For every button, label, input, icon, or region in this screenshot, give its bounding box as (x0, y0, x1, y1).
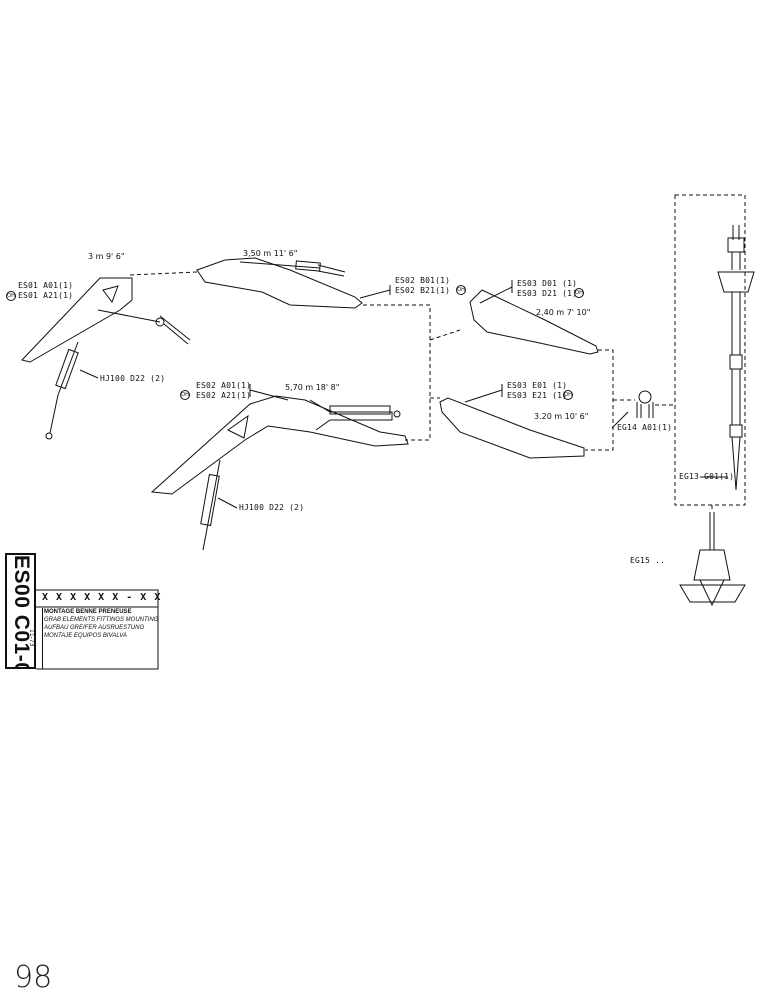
side-code-box: ES00 C01-0 (5, 553, 36, 669)
oh-mark: OH (456, 285, 466, 295)
part-ref-es01-a01: ES01 A01(1) (18, 281, 74, 290)
dimension-es02a: 5,70 m 18' 8" (285, 383, 340, 392)
part-ref-es03-e01: ES03 E01 (1) (507, 381, 568, 390)
dimension-es03d: 2,40 m 7' 10" (536, 308, 591, 317)
revision-column (36, 608, 43, 669)
part-ref-eg14: EG14 A01(1) (617, 423, 673, 432)
oh-mark: OH (574, 288, 584, 298)
boom-es03d (469, 289, 599, 355)
part-ref-es03-d21: ES03 D21 (1) (517, 289, 578, 298)
part-ref-es02-a01: ES02 A01(1) (196, 381, 252, 390)
dimension-es02b: 3,50 m 11' 6" (243, 249, 298, 258)
part-ref-es03-d01: ES03 D01 (1) (517, 279, 578, 288)
oh-mark: OH (180, 390, 190, 400)
title-french: MONTAGE BENNE PRENEUSE (44, 609, 132, 615)
oh-mark: OH (563, 390, 573, 400)
boom-es03e (439, 397, 585, 459)
part-ref-es02-a21: ES02 A21(1) (196, 391, 252, 400)
oh-mark: OH (6, 291, 16, 301)
title-german: AUFBAU GREIFER AUSRUESTUNG (44, 625, 145, 631)
document-number: X X X X X X - X X (42, 592, 162, 603)
part-ref-hj100-upper: HJ100 D22 (2) (100, 374, 166, 383)
part-ref-eg15: EG15 .. (630, 556, 666, 565)
boom-es02b (196, 257, 363, 309)
boom-es01 (21, 277, 191, 440)
label-leaders (79, 280, 728, 509)
revision-date: 11-73 (28, 629, 35, 647)
dimension-es01: 3 m 9' 6" (88, 252, 125, 261)
title-spanish: MONTAJE EQUIPOS BIVALVA (44, 633, 127, 639)
part-ref-es02-b21: ES02 B21(1) (395, 286, 451, 295)
part-ref-es03-e21: ES03 E21 (1) (507, 391, 568, 400)
dimension-es03e: 3.20 m 10' 6" (534, 412, 589, 421)
part-ref-hj100-lower: HJ100 D22 (2) (239, 503, 305, 512)
boom-es02a (150, 395, 409, 551)
page-number: 98 (14, 960, 53, 995)
title-english: GRAB ELEMENTS FITTINGS MOUNTING (44, 617, 159, 623)
title-block-frame (36, 589, 159, 670)
side-code: ES00 C01-0 (9, 555, 33, 669)
swivel-eg14 (636, 390, 654, 418)
shaft-eg13 (717, 225, 755, 491)
grab-eg15 (679, 512, 746, 607)
part-ref-es01-a21: ES01 A21(1) (18, 291, 74, 300)
connection-lines (129, 194, 746, 512)
part-ref-eg13: EG13 G01(1) (679, 472, 735, 481)
part-ref-es02-b01: ES02 B01(1) (395, 276, 451, 285)
